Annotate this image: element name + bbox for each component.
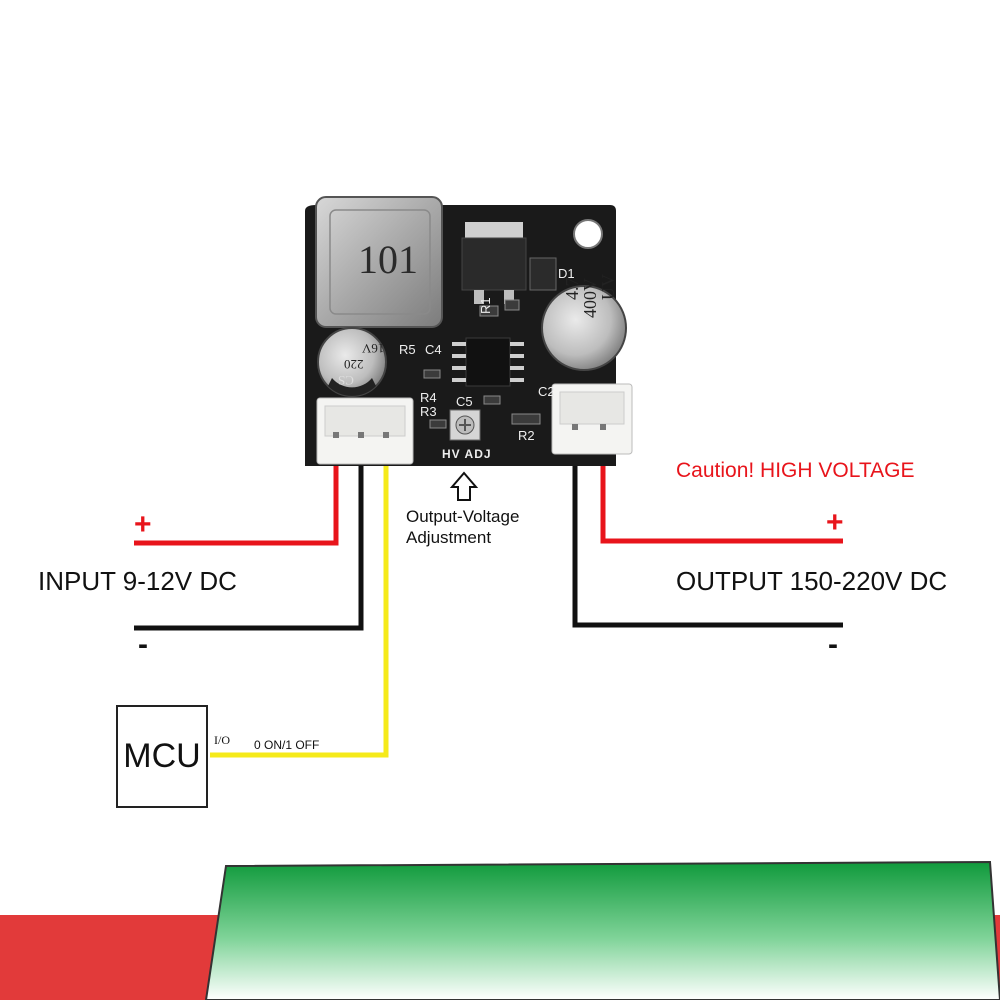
silk-d1: D1: [558, 266, 575, 281]
mcu-signal-wire: [210, 445, 389, 758]
output-plus-sign: +: [826, 506, 844, 539]
input-positive-wire: [134, 445, 339, 546]
wires: [134, 432, 843, 758]
caution-label: Caution! HIGH VOLTAGE: [676, 459, 915, 482]
inductor-marking: 101: [358, 237, 418, 282]
mosfet-tab: [465, 222, 523, 242]
power-inductor: [315, 196, 443, 328]
mcu-box: MCU: [116, 705, 208, 808]
controller-ic: [465, 337, 511, 387]
inductor-face: [329, 209, 431, 315]
pcb-module: [305, 196, 633, 466]
mosfet-body: [461, 237, 527, 291]
mounting-hole: [573, 219, 603, 249]
silk-r1: R1: [478, 297, 493, 314]
adjust-arrow-icon: [449, 471, 479, 501]
high-voltage-capacitor: [541, 285, 627, 371]
cap-small-marking-1: 16V: [362, 341, 385, 356]
silk-r4: R4: [420, 390, 437, 405]
mcu-io-label: I/O: [214, 733, 230, 747]
input-label: INPUT 9-12V DC: [38, 566, 237, 596]
banner-green-panel: [204, 860, 1000, 1000]
cap-small-marking-2: 220: [344, 357, 364, 372]
silk-hv-adj: HV ADJ: [442, 447, 492, 461]
input-plus-sign: +: [134, 508, 152, 541]
output-label: OUTPUT 150-220V DC: [676, 566, 948, 596]
input-negative-wire: [134, 445, 364, 631]
silk-r2: R2: [518, 428, 535, 443]
output-minus-sign: -: [828, 628, 838, 661]
silk-r3: R3: [420, 404, 437, 419]
mcu-signal-label: 0 ON/1 OFF: [254, 738, 320, 752]
bottom-banner: [0, 860, 1000, 1000]
silk-c2: C2: [538, 384, 555, 399]
adjust-note: Output-Voltage Adjustment: [406, 506, 519, 548]
adjust-note-line1: Output-Voltage: [406, 507, 520, 526]
silk-c4: C4: [425, 342, 442, 357]
diode-d1: [529, 257, 557, 291]
adjust-note-line2: Adjustment: [406, 528, 492, 547]
cap-small-marking-3: CS: [338, 373, 354, 388]
mcu-label: MCU: [123, 737, 201, 775]
input-minus-sign: -: [138, 628, 148, 661]
input-capacitor: [317, 327, 387, 397]
silk-c5: C5: [456, 394, 473, 409]
output-negative-wire: [572, 432, 843, 628]
output-positive-wire: [600, 432, 843, 544]
silk-r5: R5: [399, 342, 416, 357]
cap-large-marking-3: UV: [598, 274, 618, 300]
